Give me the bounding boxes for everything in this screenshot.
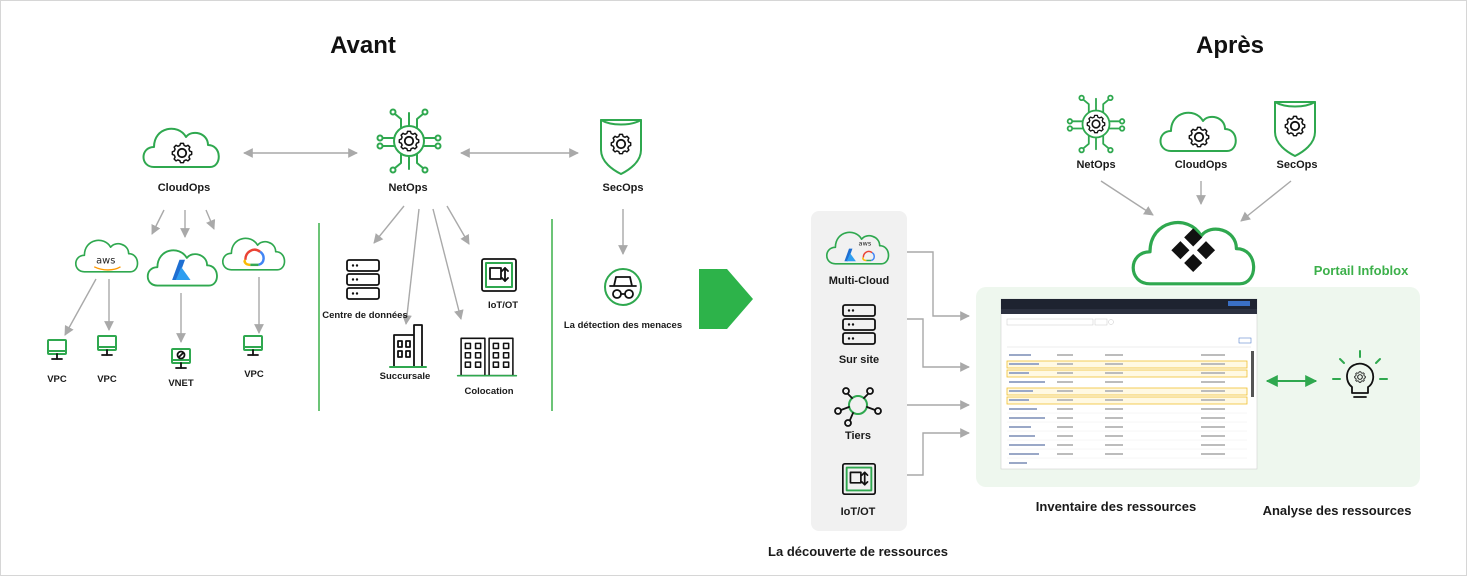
spy-threat-icon	[604, 268, 642, 306]
arrow-iot-inventory	[907, 428, 970, 476]
datacenter-server-icon	[346, 259, 380, 300]
screenshot-rows	[1006, 352, 1248, 459]
vnet-monitor-icon	[171, 348, 191, 369]
after-cloudops-cloud-icon	[1159, 111, 1237, 152]
discovery-iot-label: IoT/OT	[841, 506, 876, 518]
multicloud-cloud-icon: aws	[825, 231, 890, 265]
screenshot-cells	[1009, 354, 1045, 464]
aws-cloud-icon: aws	[74, 239, 139, 273]
branch-label: Succursale	[380, 371, 431, 382]
third-party-network-icon	[834, 387, 882, 427]
inventory-screenshot	[1000, 298, 1258, 470]
screenshot-scrollbar	[1251, 351, 1254, 397]
svg-text:aws: aws	[859, 240, 872, 248]
cloudops-label: CloudOps	[158, 182, 211, 194]
arrow-to-gcp	[205, 209, 216, 230]
colocation-label: Colocation	[464, 386, 513, 397]
arrow-onsite-inventory	[907, 318, 970, 372]
arrow-secops-infoblox	[1240, 180, 1292, 222]
screenshot-cells-gray	[1057, 354, 1225, 455]
infoblox-cloud-icon	[1131, 220, 1256, 286]
arrow-to-datacenter	[373, 205, 405, 244]
after-secops-label: SecOps	[1277, 159, 1318, 171]
discovery-title: La découverte de ressources	[768, 544, 948, 559]
arrow-to-iot	[446, 205, 470, 245]
discovery-panel	[811, 211, 907, 531]
colocation-building-icon	[456, 337, 518, 377]
after-secops-shield-icon	[1275, 102, 1315, 156]
secops-shield-icon	[601, 120, 641, 174]
arrow-to-aws	[151, 209, 165, 235]
datacenter-label: Centre de données	[322, 310, 408, 321]
vpc2-monitor-icon	[97, 335, 117, 356]
before-title: Avant	[330, 32, 396, 59]
arrow-to-colocation	[432, 208, 464, 320]
netops-chip-icon	[378, 110, 441, 173]
after-netops-chip-icon	[1068, 96, 1125, 153]
after-title: Après	[1196, 32, 1264, 59]
iot-label: IoT/OT	[488, 300, 518, 311]
vpc3-monitor-icon	[243, 335, 263, 356]
arrow-aws-vpc1	[64, 278, 97, 336]
vpc2-label: VPC	[97, 374, 117, 385]
svg-text:aws: aws	[96, 256, 115, 267]
vnet-label: VNET	[168, 378, 194, 389]
multicloud-label: Multi-Cloud	[829, 275, 889, 287]
lightbulb-icon	[1332, 350, 1388, 398]
threat-label: La détection des menaces	[564, 320, 682, 331]
arrow-to-branch	[402, 208, 420, 325]
inventory-label: Inventaire des ressources	[1036, 499, 1196, 514]
portal-label: Portail Infoblox	[1314, 263, 1409, 278]
secops-label: SecOps	[603, 182, 644, 194]
vpc1-monitor-icon	[47, 339, 67, 360]
gcp-cloud-icon	[221, 237, 286, 271]
netops-label: NetOps	[388, 182, 427, 194]
onsite-label: Sur site	[839, 354, 879, 366]
arrow-netops-infoblox	[1100, 180, 1154, 216]
transition-arrow-icon	[699, 269, 753, 329]
branch-building-icon	[389, 324, 427, 368]
cloudops-cloud-icon	[142, 127, 220, 168]
after-netops-label: NetOps	[1076, 159, 1115, 171]
iot-device-icon	[481, 258, 517, 292]
arrow-multicloud-inventory	[907, 251, 970, 321]
after-cloudops-label: CloudOps	[1175, 159, 1228, 171]
third-party-label: Tiers	[845, 430, 871, 442]
vpc1-label: VPC	[47, 374, 67, 385]
analysis-label: Analyse des ressources	[1263, 503, 1412, 518]
vpc3-label: VPC	[244, 369, 264, 380]
azure-cloud-icon	[146, 249, 218, 287]
